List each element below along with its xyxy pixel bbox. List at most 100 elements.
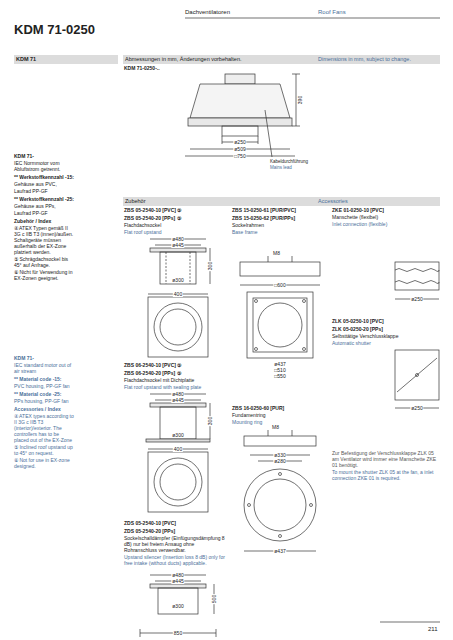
label-text: Mounting ring (232, 419, 262, 425)
roof-fan-drawing (185, 74, 300, 157)
heading-text: ZBS 15-0250-62 [PUR/PPs] (232, 215, 295, 221)
dimension-label: ø250 (410, 405, 423, 411)
label-text: IEC Normmotor vom Abluftstrom getrennt. (14, 160, 74, 172)
heading-text: KDM 71-0250-.. (124, 65, 160, 71)
dimension-label: ø445 (171, 242, 184, 248)
heading-text: ZBS 05-2540-20 [PPs] ⑤ (124, 215, 181, 221)
label-text: IEC standard motor out of air stream (14, 362, 74, 374)
label-text: Kabeldurchführung (270, 159, 308, 164)
heading-text: KDM 71- (14, 153, 34, 159)
label-text: ⑥ Not for use in EX-zone designed. (14, 457, 74, 469)
label-text: Sockelrahmen (232, 222, 264, 228)
label-text: ④ ATEX types according to II 3G c IIB T3… (14, 413, 74, 443)
page-title: KDM 71-0250 (14, 22, 95, 38)
band-text: Zubehör (125, 198, 146, 205)
inlet-connection-drawing (395, 262, 439, 299)
dimension-label: 390 (297, 95, 303, 105)
dimension-label: □550 (273, 373, 286, 379)
label-text: Flachdachsockel mit Dichtplatte (124, 377, 194, 383)
label-text: Manschette (flexibel) (332, 214, 378, 220)
label-text: M8 (272, 424, 279, 430)
upstand-drawing (148, 239, 210, 357)
label-text: Dachventilatoren (185, 9, 230, 16)
dimension-label: 400 (173, 291, 183, 297)
heading-text: ** Material code -25: (14, 391, 62, 397)
label-text: ④ ATEX Typen gemäß II 3G c IIB T3 (innen… (14, 225, 74, 255)
label-text: Gehäuse aus PPs, (14, 203, 56, 209)
label-text: Laufrad PP-GF (14, 188, 48, 194)
heading-text: ZDS 05-2540-20 [PPs] (124, 528, 175, 534)
heading-text: ZKE 01-0250-10 [PVC] (332, 207, 384, 213)
band-text: Accessories (318, 198, 348, 205)
header-band: Abmessungen in mm, Änderungen vorbehalte… (123, 55, 440, 64)
dimension-label: ø509 (233, 146, 246, 152)
dimension-label: □600 (273, 282, 286, 288)
dimension-label: ø437 (273, 548, 286, 554)
heading-text: Accessories / Index (14, 406, 61, 412)
label-text: Gehäuse aus PVC, (14, 181, 57, 187)
footer-rule (380, 622, 440, 623)
label-text: Sockelschalldämpfer (Einfügungsdämpfung … (124, 535, 228, 553)
label-text: To mount the shutter ZLK 05 at the fan, … (332, 469, 438, 481)
label-text: Flat roof upstand with sealing plate (124, 384, 201, 390)
label-text: Automatic shutter (332, 340, 371, 346)
label-text: Laufrad PP-GF (14, 210, 48, 216)
header-band: KDM 71 (14, 55, 118, 64)
label-text: 211 (428, 626, 438, 633)
heading-text: ZBS 06-2540-10 [PVC] ⑤ (124, 362, 181, 368)
dimension-label: 300 (207, 416, 213, 426)
label-text: Selbsttätige Verschlussklappe (332, 333, 398, 339)
heading-text: ZLK 05-0250-20 [PPs] (332, 326, 383, 332)
label-text: ⑥ Nicht für Verwendung in EX-Zonen geeig… (14, 269, 74, 281)
label-text: Flachdachsockel (124, 222, 161, 228)
label-text: Fundamentring (232, 412, 266, 418)
dimension-label: 500 (211, 594, 217, 604)
label-text: PPs housing, PP-GF fan (14, 398, 68, 404)
label-text: ⑤ Schrägdachsockel bis 45° auf Anfrage. (14, 256, 74, 268)
heading-text: ** Material code -15: (14, 376, 62, 382)
heading-text: ZLK 05-0250-10 [PVC] (332, 318, 384, 324)
label-text: ⑤ Inclined roof upstand up to 45° on req… (14, 444, 74, 456)
heading-text: ZDS 05-2540-10 [PVC] (124, 520, 176, 526)
mounting-ring-drawing (244, 430, 316, 551)
label-text: Mains lead (270, 165, 292, 170)
label-text: Zur Befestigung der Verschlussklappe ZLK… (332, 450, 438, 468)
heading-text: ** Werkstoffkennzahl -25: (14, 196, 74, 202)
automatic-shutter-drawing (395, 350, 439, 408)
heading-text: Zubehör / Index (14, 218, 51, 224)
header-band: Zubehör Accessories (123, 197, 440, 206)
dimension-label: ø250 (233, 139, 246, 145)
dimension-label: ø445 (171, 397, 184, 403)
dimension-label: ø250 (410, 296, 423, 302)
dimension-label: ø300 (171, 432, 184, 438)
upstand-sealing-plate-drawing (146, 394, 210, 512)
dimension-label: 300 (207, 261, 213, 271)
heading-text: ** Werkstoffkennzahl -15: (14, 174, 74, 180)
heading-text: ZBS 05-2540-10 [PVC] ⑤ (124, 207, 181, 213)
label-text: Base frame (232, 229, 258, 235)
dimension-label: ø300 (171, 603, 184, 609)
base-frame-drawing (240, 256, 320, 358)
dimension-label: 850 (173, 630, 183, 636)
label-text: Upstand silencer (Insertion loss 8 dB) o… (124, 554, 228, 566)
dimension-label: ø445 (171, 578, 184, 584)
band-text: Dimensions in mm, subject to change. (318, 56, 411, 63)
label-text: Inlet connection (flexible) (332, 221, 387, 227)
label-text: PVC housing, PP-GF fan (14, 383, 70, 389)
band-text: Abmessungen in mm, Änderungen vorbehalte… (125, 56, 242, 63)
label-text: Flat roof upstand (124, 229, 162, 235)
header-rule (185, 18, 440, 19)
heading-text: ZBS 16-0250-60 [PUR] (232, 405, 284, 411)
heading-text: ZBS 15-0250-61 [PUR/PVC] (232, 207, 296, 213)
dimension-label: ø280 (273, 458, 286, 464)
dimension-label: 400 (173, 446, 183, 452)
label-text: Roof Fans (318, 9, 346, 16)
heading-text: KDM 71- (14, 355, 34, 361)
upstand-silencer-drawing (140, 575, 216, 637)
heading-text: ZBS 06-2540-20 [PPs] ⑤ (124, 370, 181, 376)
band-text: KDM 71 (16, 56, 36, 63)
label-text: M8 (273, 250, 280, 256)
dimension-label: □750 (233, 153, 246, 159)
dimension-label: ø300 (171, 277, 184, 283)
